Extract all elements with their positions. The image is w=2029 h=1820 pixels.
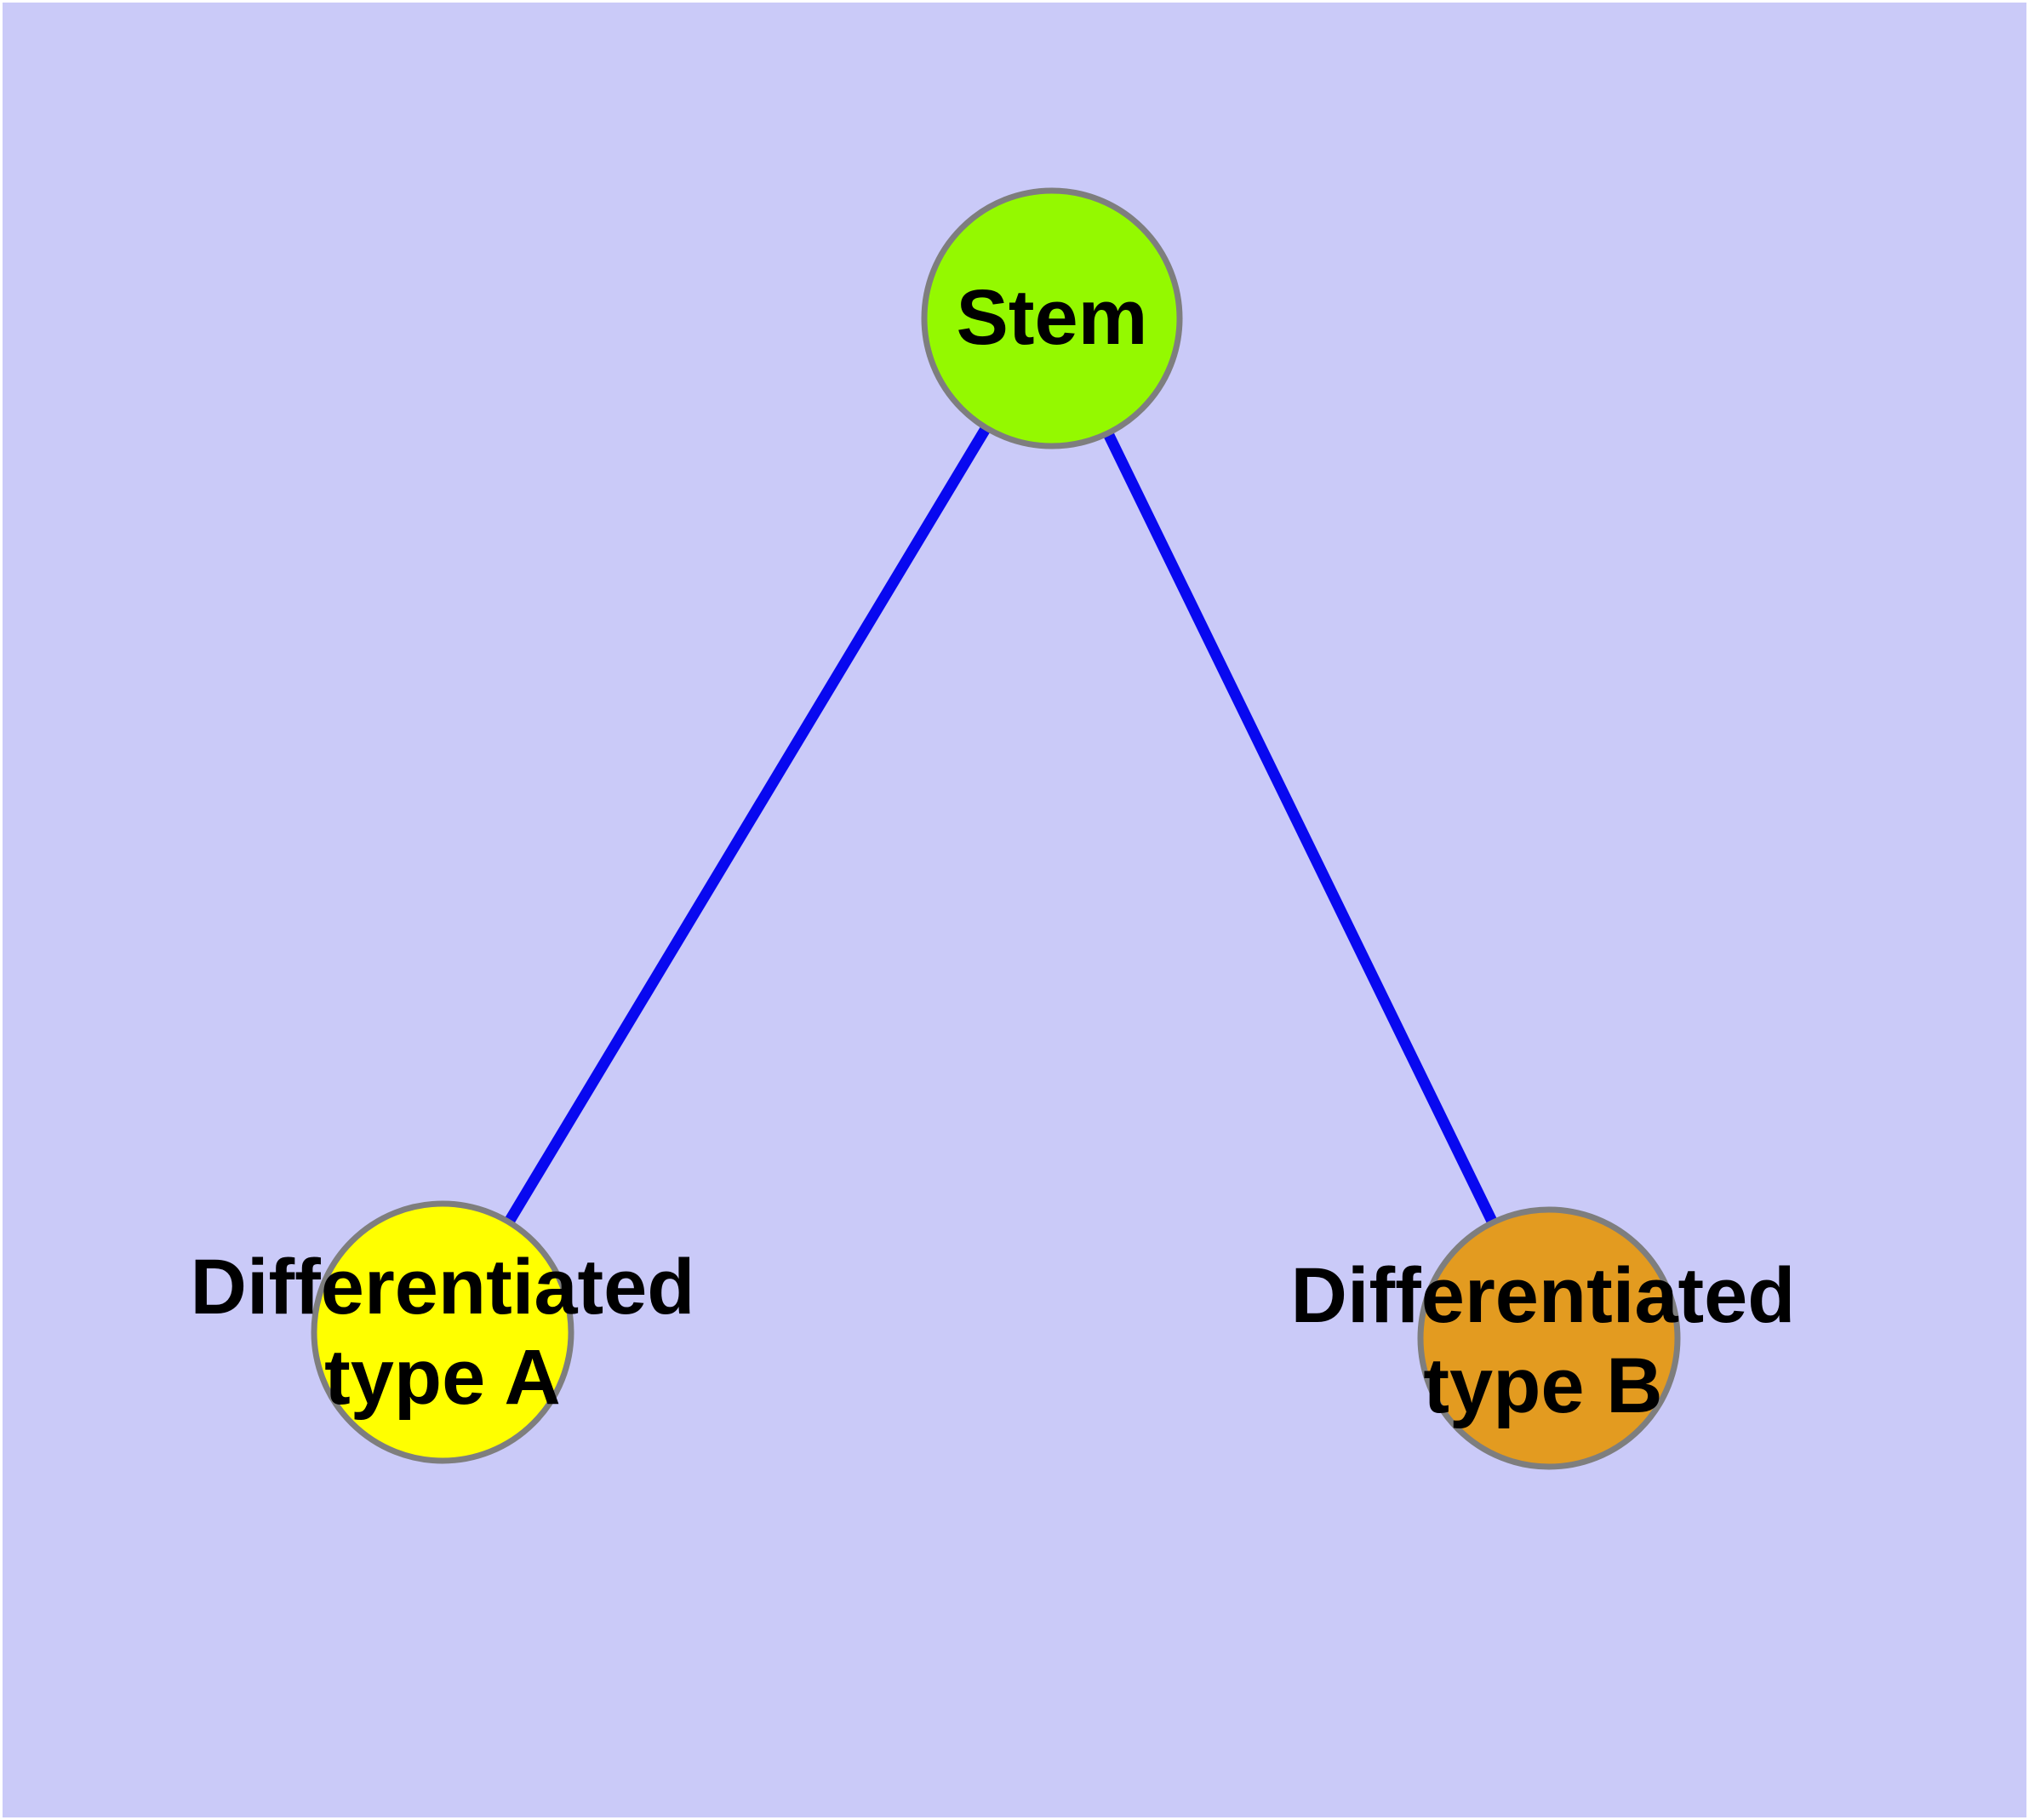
node-type-b-label: Differentiated type B — [1291, 1251, 1796, 1432]
edge-stem-to-type-a — [437, 315, 1057, 1336]
node-type-b-label-line2: type B — [1423, 1342, 1663, 1429]
node-stem-circle — [921, 187, 1183, 449]
node-type-a-label-line1: Differentiated — [190, 1244, 695, 1331]
node-type-b-circle — [1417, 1206, 1681, 1470]
node-stem-label-text: Stem — [956, 274, 1148, 362]
node-type-b-label-line1: Differentiated — [1290, 1252, 1796, 1340]
node-type-a-label-line2: type A — [324, 1334, 561, 1421]
node-type-a-label: Differentiated type A — [191, 1243, 695, 1423]
node-type-a-circle — [311, 1200, 574, 1464]
edge-stem-to-type-b — [1047, 316, 1554, 1341]
node-stem-label: Stem — [957, 273, 1148, 363]
